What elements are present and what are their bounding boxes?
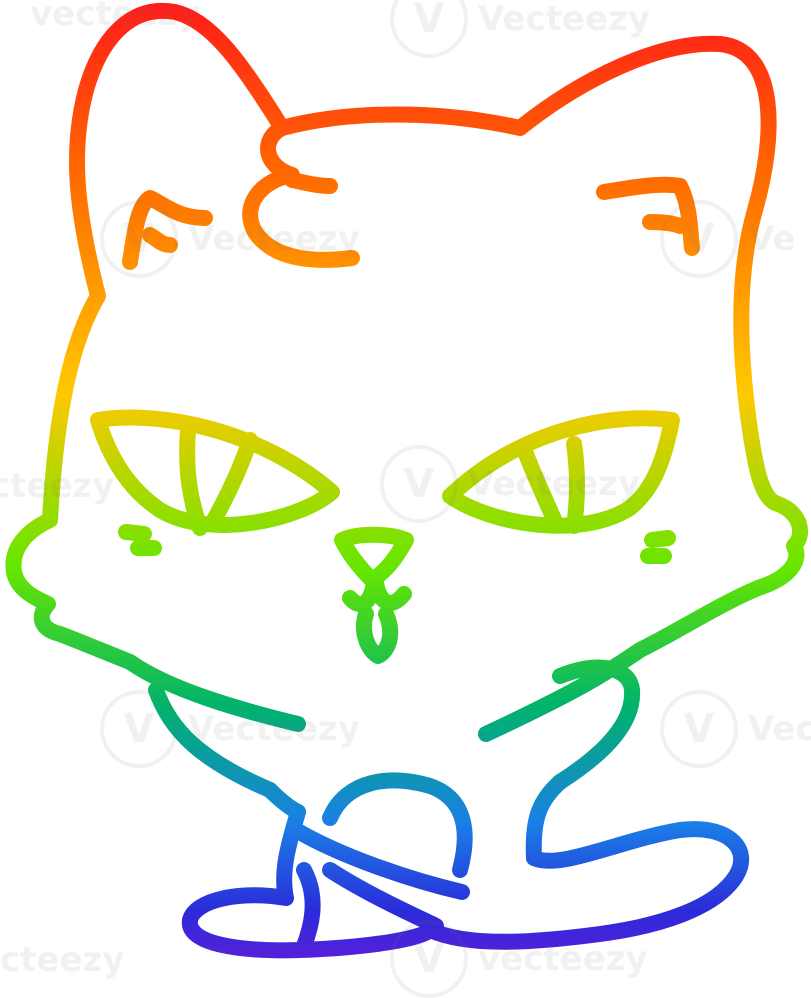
- right-eye: [442, 410, 680, 534]
- left-leg: [181, 804, 438, 959]
- nose: [334, 526, 414, 588]
- left-inner-ear: [122, 190, 213, 270]
- cat-head-outline-right: [274, 35, 808, 658]
- right-leg: [422, 821, 750, 950]
- cat-head-outline: [5, 2, 290, 670]
- left-arm: [122, 654, 306, 732]
- forehead-tuft: [242, 120, 360, 268]
- knee: [322, 772, 473, 878]
- right-inner-ear: [596, 176, 700, 256]
- right-arm: [478, 642, 648, 742]
- body-right-side: [525, 774, 568, 866]
